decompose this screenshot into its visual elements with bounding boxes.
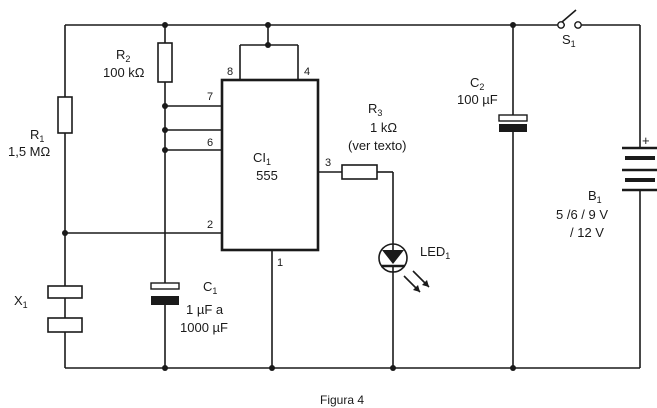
ic-part-number: 555	[256, 168, 278, 183]
pin-1-label: 1	[277, 257, 283, 269]
led-1: LED1	[378, 243, 450, 293]
junction-dot	[62, 230, 68, 236]
ic-555: CI1 555 8 4 7 6 2 1 3	[207, 66, 331, 269]
figure-caption: Figura 4	[320, 393, 364, 407]
c1-plate-bottom	[151, 296, 179, 305]
resistor-r3: R3 1 kΩ (ver texto)	[341, 101, 407, 180]
resistor-r1-body	[57, 96, 73, 134]
x1-lower-element	[47, 317, 83, 333]
resistor-r1: R1 1,5 MΩ	[8, 96, 73, 159]
r2-label: R2	[116, 47, 130, 64]
r2-value: 100 kΩ	[103, 65, 145, 80]
junction-dot	[510, 365, 516, 371]
resistor-r3-body	[341, 164, 378, 180]
r1-label: R1	[30, 127, 44, 144]
junction-dot	[162, 103, 168, 109]
c2-plate-bottom	[499, 124, 527, 132]
led-label: LED1	[420, 244, 450, 261]
b1-value-line1: 5 /6 / 9 V	[556, 207, 608, 222]
r1-value: 1,5 MΩ	[8, 144, 51, 159]
s1-label: S1	[562, 32, 576, 49]
b1-label: B1	[588, 188, 602, 205]
battery-b1: + B1 5 /6 / 9 V / 12 V	[556, 133, 657, 240]
s1-contact-right	[574, 21, 582, 29]
transducer-x1: X1	[14, 285, 83, 333]
light-emission-arrows-icon	[403, 270, 430, 293]
junction-dot	[162, 127, 168, 133]
pin-8-label: 8	[227, 66, 233, 78]
c1-label: C1	[203, 279, 217, 296]
s1-contact-left	[557, 21, 565, 29]
c2-label: C2	[470, 75, 484, 92]
junction-dot	[162, 147, 168, 153]
junction-dot	[265, 22, 271, 28]
r3-note: (ver texto)	[348, 138, 407, 153]
c1-value-line1: 1 µF a	[186, 302, 224, 317]
pin-4-label: 4	[304, 66, 310, 78]
capacitor-c1: C1 1 µF a 1000 µF	[150, 279, 228, 335]
junction-dot	[162, 365, 168, 371]
x1-upper-element	[47, 285, 83, 299]
battery-polarity-plus: +	[642, 133, 650, 148]
c1-value-line2: 1000 µF	[180, 320, 228, 335]
pin-3-label: 3	[325, 157, 331, 169]
junctions	[62, 22, 516, 371]
junction-dot	[265, 42, 271, 48]
pin-6-label: 6	[207, 137, 213, 149]
c1-plate-top	[150, 282, 180, 290]
resistor-r2-body	[157, 42, 173, 83]
x1-label: X1	[14, 293, 28, 310]
ic-body	[220, 78, 320, 252]
capacitor-c2: C2 100 µF	[457, 75, 528, 132]
wires	[64, 24, 641, 369]
junction-dot	[269, 365, 275, 371]
junction-dot	[162, 22, 168, 28]
s1-lever	[561, 9, 577, 23]
b1-value-line2: / 12 V	[570, 225, 604, 240]
c2-plate-top	[498, 114, 528, 122]
switch-s1: S1	[557, 9, 582, 49]
c2-value: 100 µF	[457, 92, 498, 107]
pin-7-label: 7	[207, 91, 213, 103]
led-triangle	[382, 250, 404, 264]
junction-dot	[510, 22, 516, 28]
resistor-r2: R2 100 kΩ	[103, 42, 173, 83]
r3-value: 1 kΩ	[370, 120, 397, 135]
r3-label: R3	[368, 101, 382, 118]
ic-label: CI1	[253, 150, 271, 167]
junction-dot	[390, 365, 396, 371]
pin-2-label: 2	[207, 219, 213, 231]
